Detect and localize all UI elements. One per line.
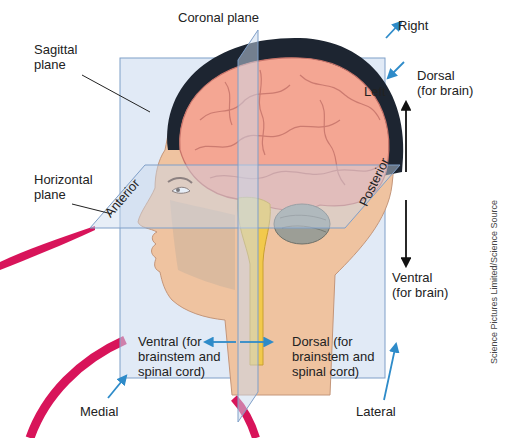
plane-label: Coronal plane (178, 10, 278, 25)
direction-label: Left (364, 84, 404, 99)
direction-label: Dorsal (for brain) (417, 68, 475, 98)
direction-label: Lateral (356, 404, 416, 419)
direction-label: Dorsal (for brainstem and spinal cord) (292, 334, 378, 379)
plane-label: Sagittal plane (34, 42, 104, 72)
direction-label: Ventral (for brainstem and spinal cord) (138, 334, 224, 379)
direction-arrow (240, 341, 272, 343)
direction-label: Anterior (101, 176, 142, 220)
red-swoosh (0, 226, 95, 270)
gyrus-line (195, 120, 340, 150)
leader-line (82, 75, 150, 112)
red-swoosh (30, 340, 125, 438)
coronal-plane (238, 30, 258, 422)
direction-arrow (108, 376, 126, 398)
gyrus-line (259, 70, 265, 155)
direction-label: Medial (80, 404, 140, 419)
direction-arrow (388, 62, 404, 78)
direction-arrow (405, 102, 407, 172)
plane-label: Horizontal plane (34, 172, 112, 202)
direction-arrow (405, 200, 407, 266)
direction-label: Posterior (356, 155, 392, 208)
direction-arrow (384, 344, 396, 400)
direction-label: Right (398, 18, 448, 33)
direction-arrow (205, 341, 236, 343)
gyrus-line (225, 82, 232, 125)
credit-line: Science Pictures Limited/Science Source (489, 200, 500, 364)
direction-label: Ventral (for brain) (392, 270, 452, 300)
